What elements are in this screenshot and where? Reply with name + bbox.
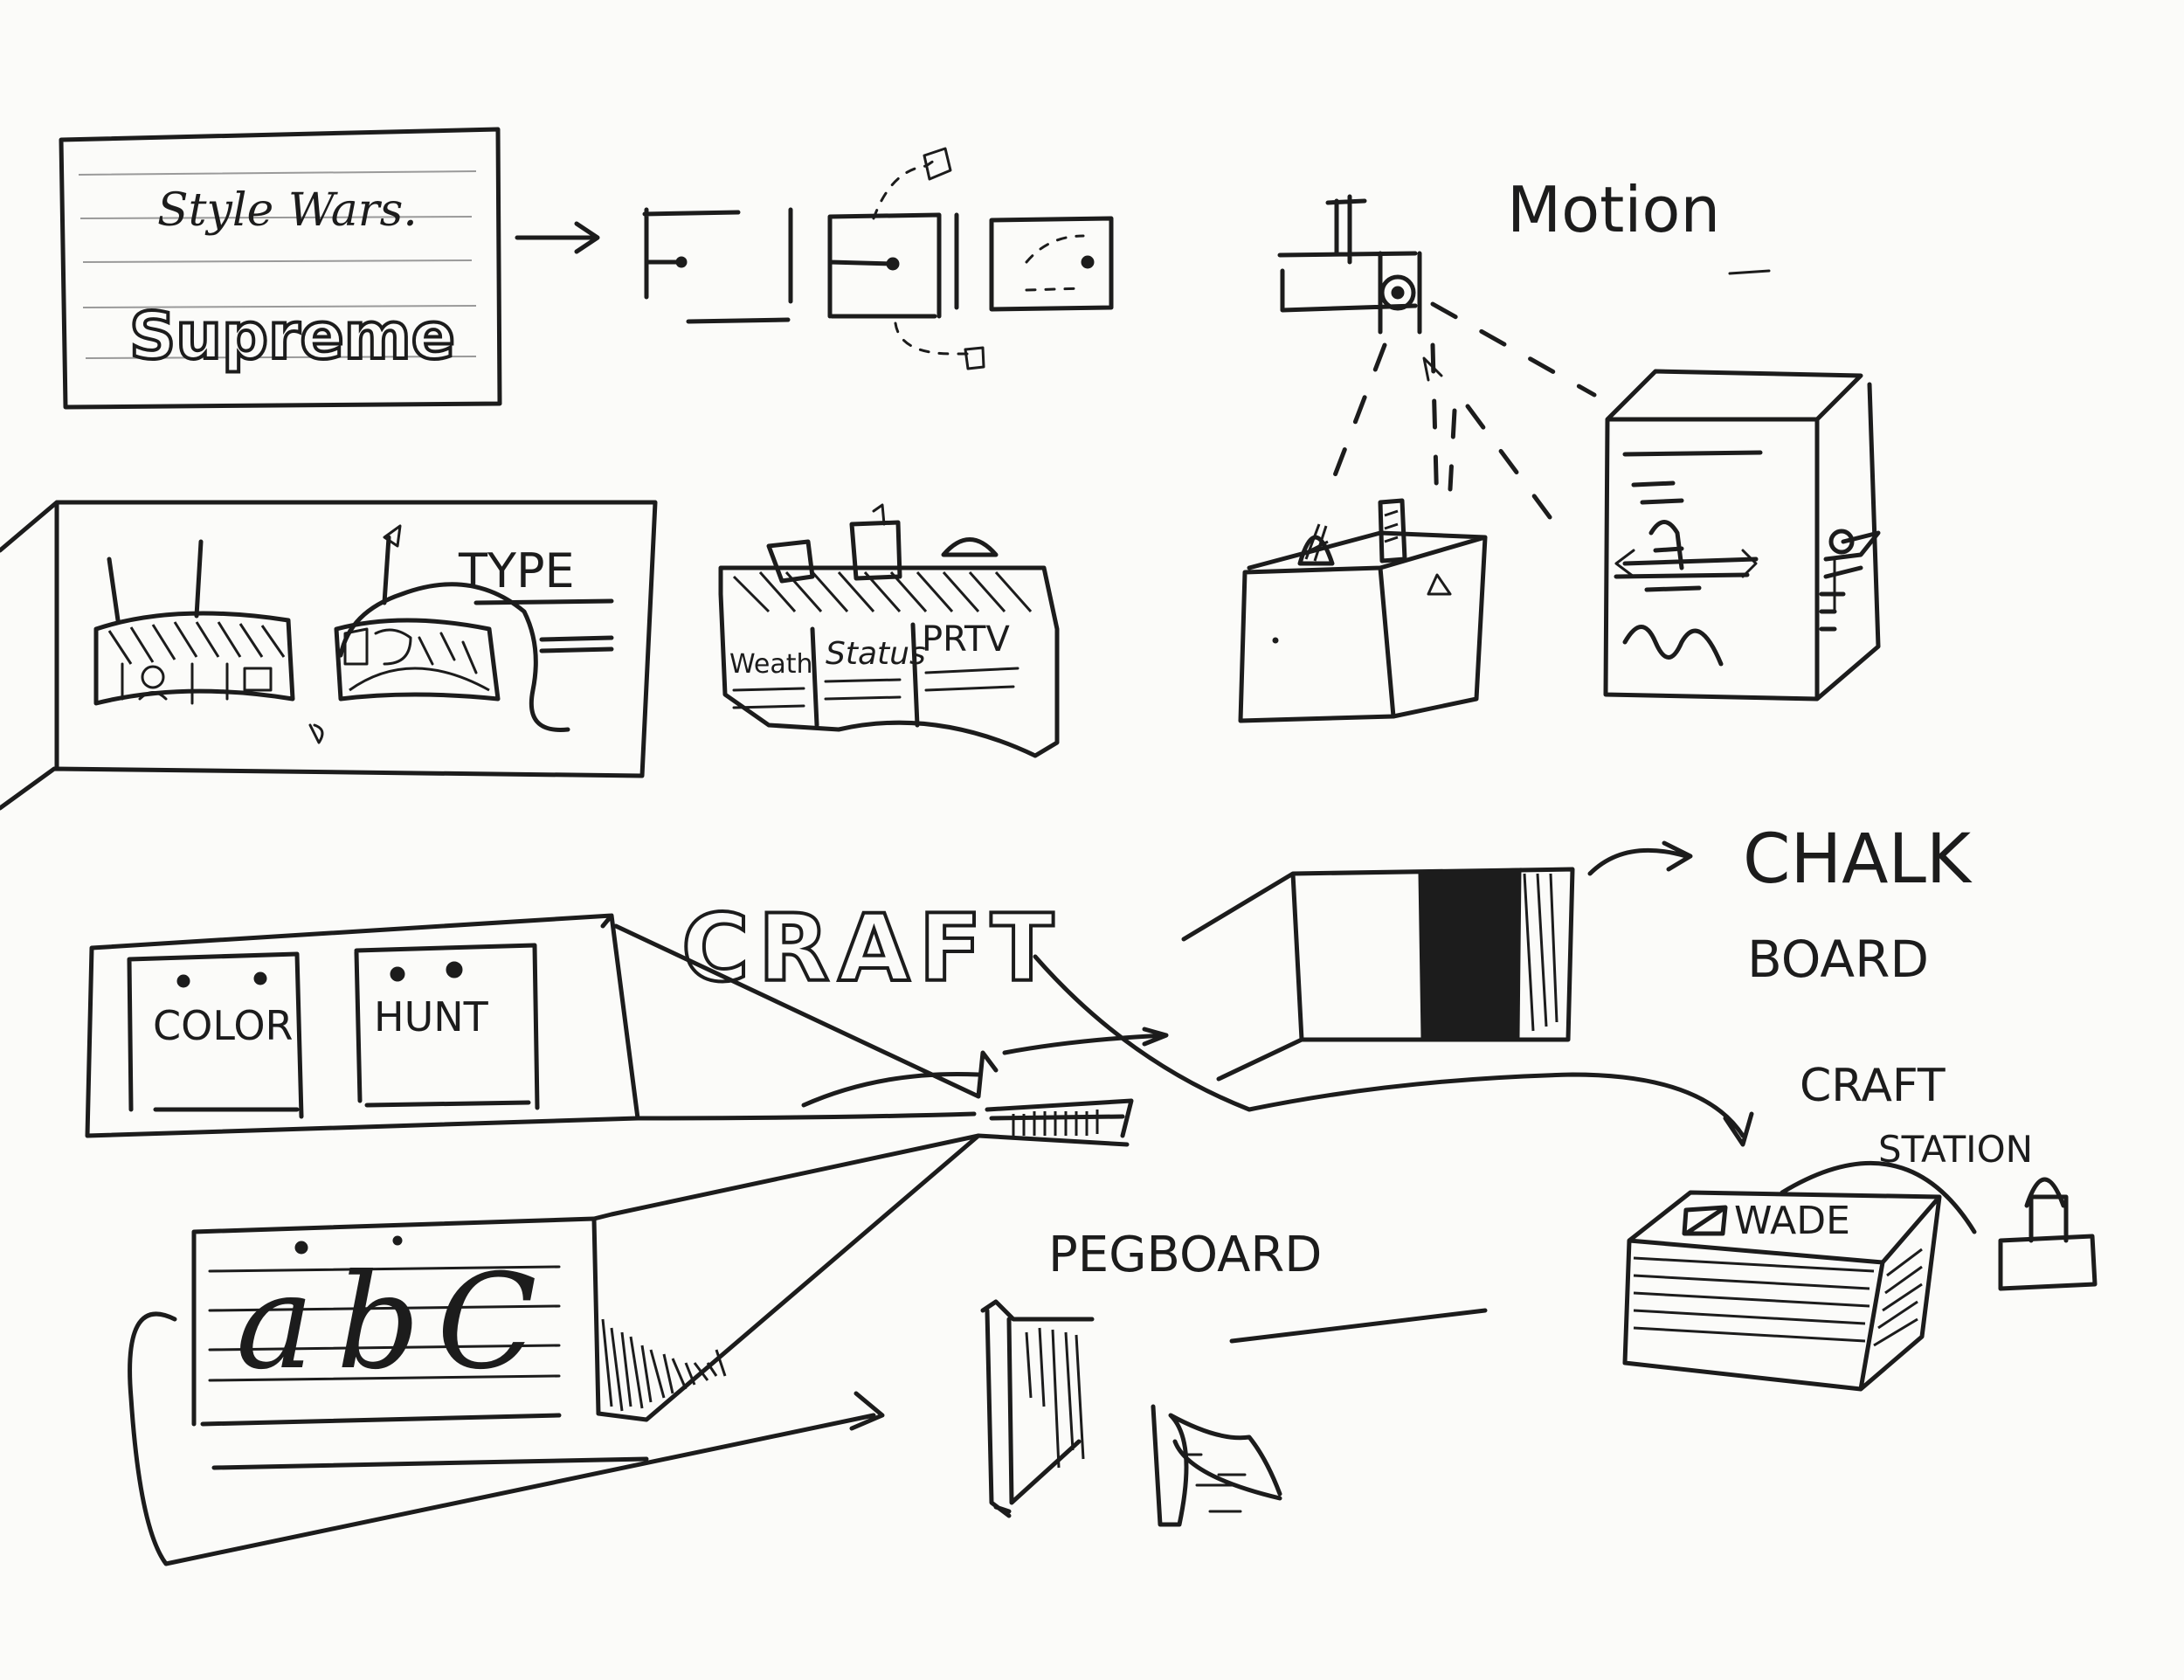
letter-c: C [437, 1247, 537, 1399]
letter-b: b [336, 1247, 420, 1399]
motion-projector: Motion [1277, 173, 1771, 527]
craft-station-label-1: CRAFT [1800, 1060, 1946, 1112]
style-wars-frame: Style Wars. Supreme [59, 127, 502, 410]
arrow-to-panels [515, 221, 600, 254]
craft-station: CRAFT STATION WADE [1622, 1060, 2098, 1392]
perspective-lines [613, 923, 1169, 1147]
panel-sequence [642, 147, 1114, 370]
tall-kiosk [1603, 369, 1881, 702]
color-label: COLOR [153, 1002, 293, 1049]
pegboard: PEGBOARD [980, 1227, 1488, 1527]
craft-station-label-2: STATION [1878, 1128, 2033, 1171]
wade-label: WADE [1734, 1199, 1850, 1243]
type-label: TYPE [458, 543, 575, 598]
weath-label: Weath [729, 649, 813, 680]
craft-curve [1033, 954, 1754, 1147]
letter-a: a [236, 1247, 314, 1399]
board-label: BOARD [1747, 930, 1929, 989]
chalk-label: CHALK [1743, 820, 1973, 899]
tv-box [1238, 498, 1488, 723]
type-wall: TYPE [0, 500, 658, 811]
abc-wall: a b C [128, 1133, 981, 1566]
pegboard-label: PEGBOARD [1048, 1227, 1322, 1283]
prtv-label: PRTV [922, 619, 1010, 660]
color-hunt-wall: COLOR HUNT [85, 913, 640, 1138]
chalk-board: CHALK BOARD [1181, 820, 1973, 1082]
hunt-label: HUNT [374, 993, 489, 1040]
status-label: Status [826, 636, 926, 672]
motion-label: Motion [1507, 173, 1720, 246]
supreme-label: Supreme [129, 299, 455, 374]
news-desk: Weath Status PRTV [718, 503, 1060, 758]
style-wars-label: Style Wars. [157, 184, 418, 237]
